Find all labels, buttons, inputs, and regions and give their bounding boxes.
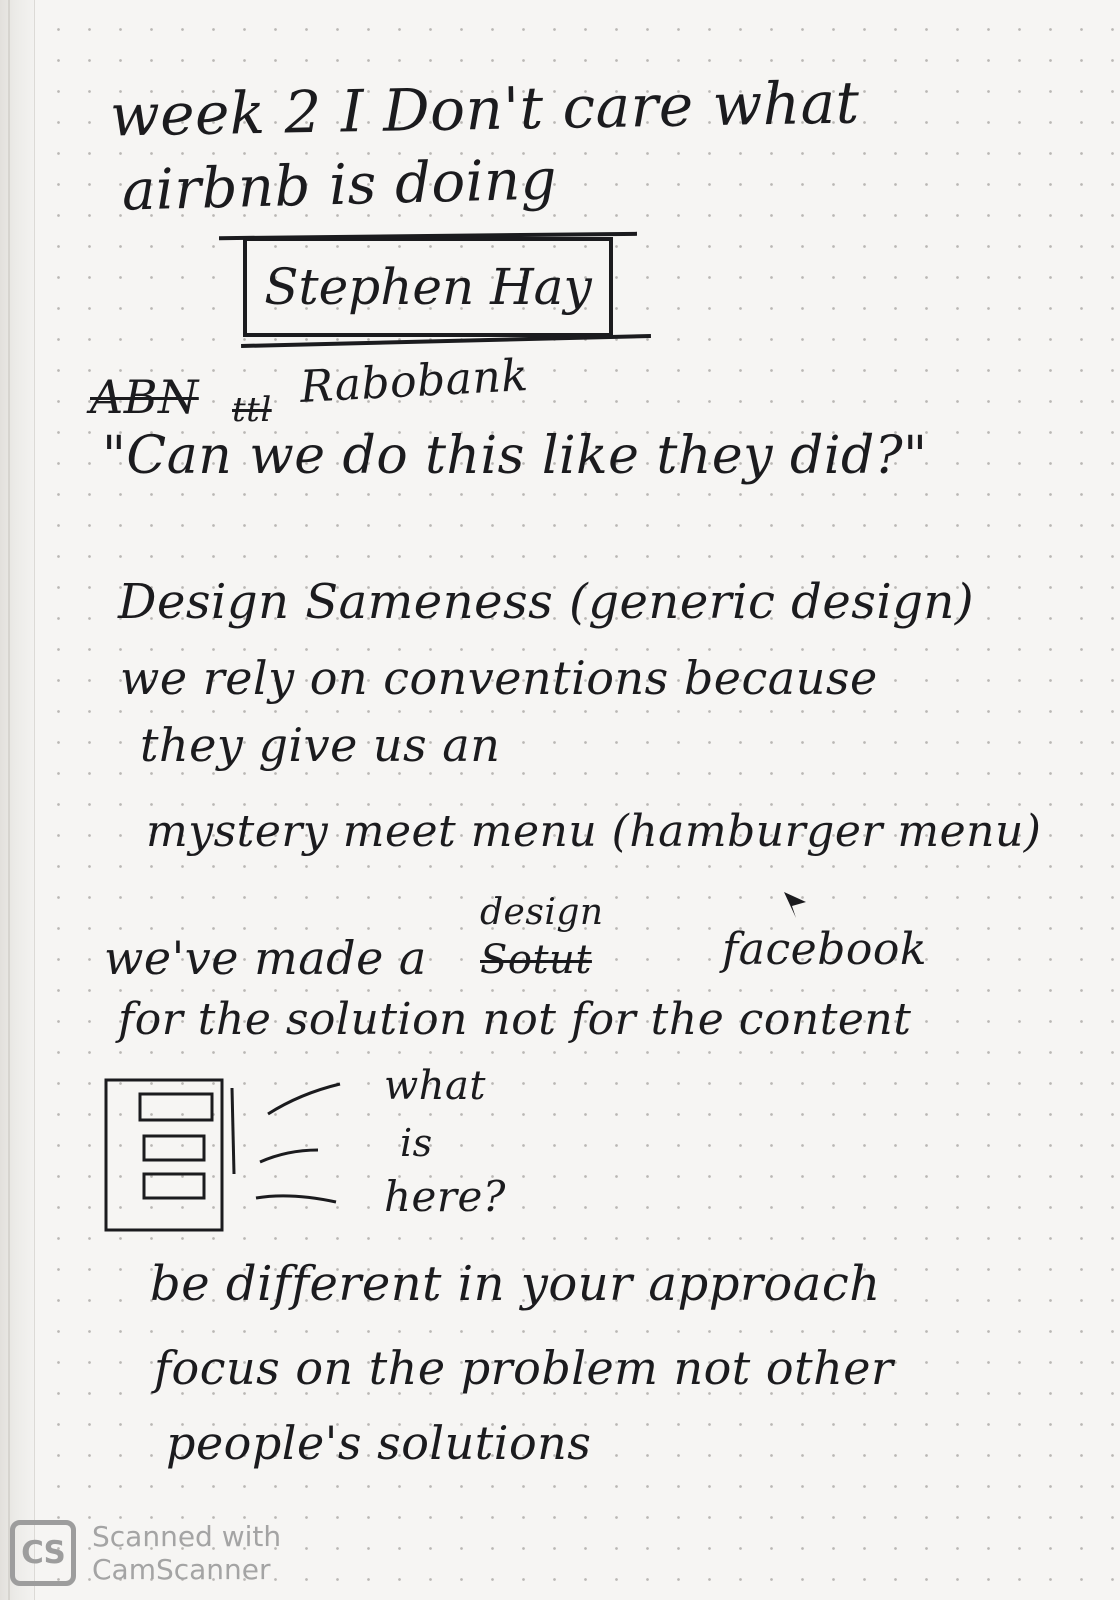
closing-line-1: be different in your approach [150,1256,881,1312]
closing-line-2: focus on the problem not other [154,1341,894,1395]
speaker-name: Stephen Hay [264,258,592,316]
watermark-line-1: Scanned with [92,1520,282,1553]
sketch-word-what: what [384,1063,486,1109]
camscanner-watermark: CS Scanned with CamScanner [10,1520,281,1587]
note-made-a: we've made a [104,931,427,985]
crossed-out-word-2: ttl [232,390,272,430]
caret-mark-icon [784,892,806,918]
boxed-speaker-name: Stephen Hay [243,237,613,337]
watermark-line-2: CamScanner [92,1553,271,1587]
closing-line-3: people's solutions [166,1416,592,1470]
notebook-binding-edge [0,0,35,1600]
note-quote: "Can we do this like they did?" [102,426,928,486]
note-for-the-solution: for the solution not for the content [118,994,912,1045]
hamburger-menu-sketch [104,1078,341,1232]
bank-name: Rabobank [298,350,530,413]
note-facebook: facebook [722,924,928,975]
watermark-text: Scanned with CamScanner [92,1520,281,1586]
inserted-word-design: design [480,892,604,933]
crossed-out-word: ABN [90,370,199,424]
note-title-line-1: week 2 I Don't care what [109,68,861,150]
struck-word: Sotut [480,937,592,983]
sketch-word-here: here? [384,1172,506,1221]
note-conventions-line-2: they give us an [140,718,501,772]
note-conventions-line-1: we rely on conventions because [120,651,878,705]
camscanner-logo: CS [10,1520,76,1587]
note-mystery-menu: mystery meet menu (hamburger menu) [146,806,1042,857]
sketch-word-is: is [400,1121,433,1165]
note-design-sameness: Design Sameness (generic design) [118,574,975,630]
note-title-line-2: airbnb is doing [121,147,558,224]
